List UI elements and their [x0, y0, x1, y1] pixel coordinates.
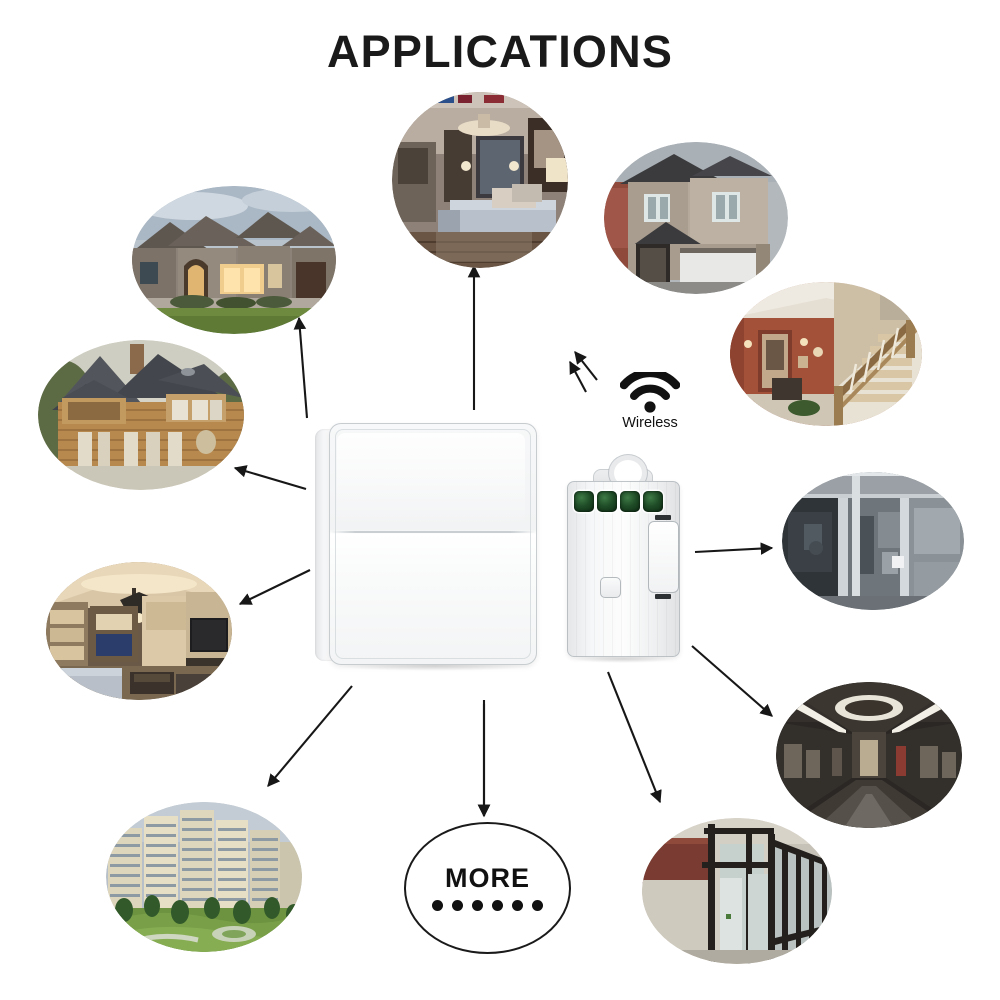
more-label: MORE: [445, 863, 530, 893]
more-node[interactable]: MORE: [404, 822, 571, 954]
node-log-cabin[interactable]: [38, 340, 244, 490]
receiver-shadow: [571, 655, 675, 663]
terminal-screw-3: [620, 491, 640, 512]
photo-staircase-hall: [730, 282, 922, 426]
more-dots: [432, 900, 543, 911]
terminal-screw-1: [574, 491, 594, 512]
more-dot: [452, 900, 463, 911]
terminal-screw-4: [643, 491, 663, 512]
wifi-icon: [620, 372, 680, 413]
more-dot: [532, 900, 543, 911]
node-staircase-hall[interactable]: [730, 282, 922, 426]
node-glass-office[interactable]: [782, 472, 964, 610]
arrow-to-living-room: [238, 569, 311, 605]
receiver-terminal-block: [574, 491, 663, 512]
terminal-screw-2: [597, 491, 617, 512]
wall-switch-panel[interactable]: [315, 423, 537, 671]
more-dot: [492, 900, 503, 911]
photo-stone-house: [132, 186, 336, 334]
photo-log-cabin: [38, 340, 244, 490]
arrow-to-two-story-house: [569, 360, 587, 393]
more-dot: [512, 900, 523, 911]
page-title: APPLICATIONS: [326, 26, 674, 77]
photo-apartment-towers: [106, 802, 302, 952]
receiver-pair-button[interactable]: [600, 577, 621, 598]
node-glass-entrance[interactable]: [642, 818, 832, 964]
arrow-to-apartment-towers: [267, 685, 353, 787]
wireless-badge: Wireless: [604, 372, 696, 434]
arrow-to-log-cabin: [233, 465, 307, 491]
receiver-label-panel: [648, 515, 679, 599]
wireless-label: Wireless: [622, 415, 678, 431]
arrow-to-staircase-hall: [574, 351, 598, 381]
arrow-to-glass-office: [694, 542, 774, 555]
more-dot: [432, 900, 443, 911]
photo-bedroom: [392, 92, 568, 268]
switch-gloss: [337, 433, 525, 525]
arrow-to-glass-entrance: [607, 671, 662, 804]
node-apartment-towers[interactable]: [106, 802, 302, 952]
receiver-module[interactable]: [563, 455, 685, 663]
more-dot: [472, 900, 483, 911]
node-two-story-house[interactable]: [604, 142, 788, 294]
switch-shadow: [335, 661, 535, 671]
photo-living-room: [46, 562, 232, 700]
arrow-to-stone-house: [293, 316, 309, 419]
photo-glass-entrance: [642, 818, 832, 964]
switch-seam: [331, 531, 535, 533]
node-bedroom[interactable]: [392, 92, 568, 268]
node-living-room[interactable]: [46, 562, 232, 700]
node-stone-house[interactable]: [132, 186, 336, 334]
arrow-to-hotel-corridor: [691, 645, 773, 717]
photo-hotel-corridor: [776, 682, 962, 828]
node-hotel-corridor[interactable]: [776, 682, 962, 828]
photo-glass-office: [782, 472, 964, 610]
photo-two-story-house: [604, 142, 788, 294]
